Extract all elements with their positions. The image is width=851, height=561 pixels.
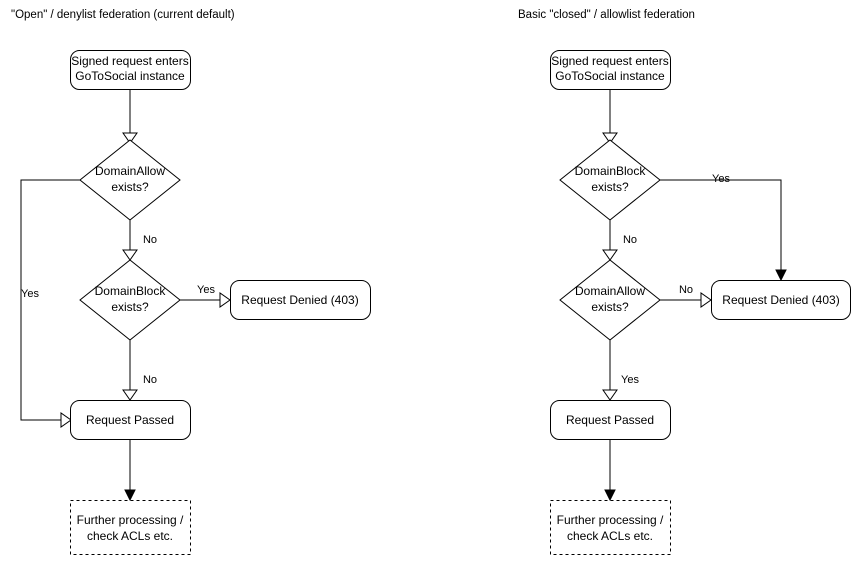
arrowhead-open-icon <box>122 389 138 401</box>
left-decision-domainallow: DomainAllow exists? <box>79 139 181 221</box>
left-edge-label-block-no: No <box>143 374 157 386</box>
left-denied-box <box>230 280 371 320</box>
left-domainallow-label-line1: DomainAllow <box>95 164 165 178</box>
left-further-node: Further processing / check ACLs etc. <box>70 500 191 555</box>
arrowhead-open-icon <box>700 292 712 308</box>
left-edge-label-allow-yes: Yes <box>21 288 39 300</box>
arrowhead-open-icon <box>602 389 618 401</box>
right-denied-label: Request Denied (403) <box>722 293 839 307</box>
right-domainallow-label-line1: DomainAllow <box>575 284 645 298</box>
right-passed-node: Request Passed <box>550 400 671 440</box>
left-decision-domainblock: DomainBlock exists? <box>79 259 181 341</box>
right-start-node: Signed request enters GoToSocial instanc… <box>550 50 671 90</box>
left-start-node: Signed request enters GoToSocial instanc… <box>70 50 191 90</box>
right-start-label-line1: Signed request enters <box>551 54 668 68</box>
left-passed-box <box>70 400 191 440</box>
right-decision-domainallow: DomainAllow exists? <box>559 259 661 341</box>
left-edge-block-no: No <box>122 340 157 401</box>
left-edge-label-block-yes: Yes <box>197 284 215 296</box>
arrowhead-open-icon <box>122 132 138 144</box>
right-domainblock-label-line1: DomainBlock <box>575 164 647 178</box>
right-edge-passed-to-further <box>604 440 616 502</box>
arrowhead-solid-icon <box>124 489 136 502</box>
right-diagram-title: Basic "closed" / allowlist federation <box>518 9 695 21</box>
diagram-closed-allowlist: Basic "closed" / allowlist federation Si… <box>518 9 851 555</box>
right-edge-label-block-no: No <box>623 234 637 246</box>
left-edge-passed-to-further <box>124 440 136 502</box>
left-passed-label: Request Passed <box>86 413 174 427</box>
right-start-box <box>550 50 671 90</box>
right-edge-label-allow-yes: Yes <box>621 374 639 386</box>
left-edge-label-allow-no: No <box>143 234 157 246</box>
left-domainblock-label-line1: DomainBlock <box>95 284 167 298</box>
right-decision-domainblock: DomainBlock exists? <box>559 139 661 221</box>
right-edge-label-block-yes: Yes <box>712 173 730 185</box>
left-denied-node: Request Denied (403) <box>230 280 371 320</box>
left-domainblock-label-line2: exists? <box>111 300 149 314</box>
arrowhead-open-icon <box>602 132 618 144</box>
left-start-box <box>70 50 191 90</box>
right-domainallow-label-line2: exists? <box>591 300 629 314</box>
right-passed-label: Request Passed <box>566 413 654 427</box>
right-further-node: Further processing / check ACLs etc. <box>550 500 671 555</box>
left-start-label-line1: Signed request enters <box>71 54 188 68</box>
right-further-label-line2: check ACLs etc. <box>567 529 653 543</box>
arrowhead-solid-icon <box>775 269 787 282</box>
diagram-open-denylist: "Open" / denylist federation (current de… <box>11 9 371 555</box>
right-edge-label-allow-no: No <box>679 284 693 296</box>
right-edge-block-yes: Yes <box>660 173 787 282</box>
right-further-label-line1: Further processing / <box>557 513 664 527</box>
right-edge-block-no: No <box>602 220 637 261</box>
arrowhead-open-icon <box>219 292 231 308</box>
left-further-box <box>70 500 191 555</box>
right-edge-start-to-block <box>602 90 618 144</box>
left-diagram-title: "Open" / denylist federation (current de… <box>11 9 235 21</box>
arrowhead-open-icon <box>60 412 72 428</box>
arrowhead-open-icon <box>122 249 138 261</box>
left-edge-start-to-allow <box>122 90 138 144</box>
left-start-label-line2: GoToSocial instance <box>75 69 185 83</box>
right-edge-allow-no: No <box>660 284 712 308</box>
right-further-box <box>550 500 671 555</box>
left-further-label-line2: check ACLs etc. <box>87 529 173 543</box>
left-edge-allow-no: No <box>122 220 157 261</box>
left-passed-node: Request Passed <box>70 400 191 440</box>
arrowhead-open-icon <box>602 249 618 261</box>
right-denied-node: Request Denied (403) <box>711 280 851 320</box>
right-passed-box <box>550 400 671 440</box>
right-edge-allow-yes: Yes <box>602 340 639 401</box>
left-edge-allow-yes: Yes <box>20 179 80 428</box>
left-denied-label: Request Denied (403) <box>241 293 358 307</box>
left-domainallow-label-line2: exists? <box>111 180 149 194</box>
left-further-label-line1: Further processing / <box>77 513 184 527</box>
left-edge-block-yes: Yes <box>180 284 231 308</box>
arrowhead-solid-icon <box>604 489 616 502</box>
right-domainblock-label-line2: exists? <box>591 180 629 194</box>
right-start-label-line2: GoToSocial instance <box>555 69 665 83</box>
